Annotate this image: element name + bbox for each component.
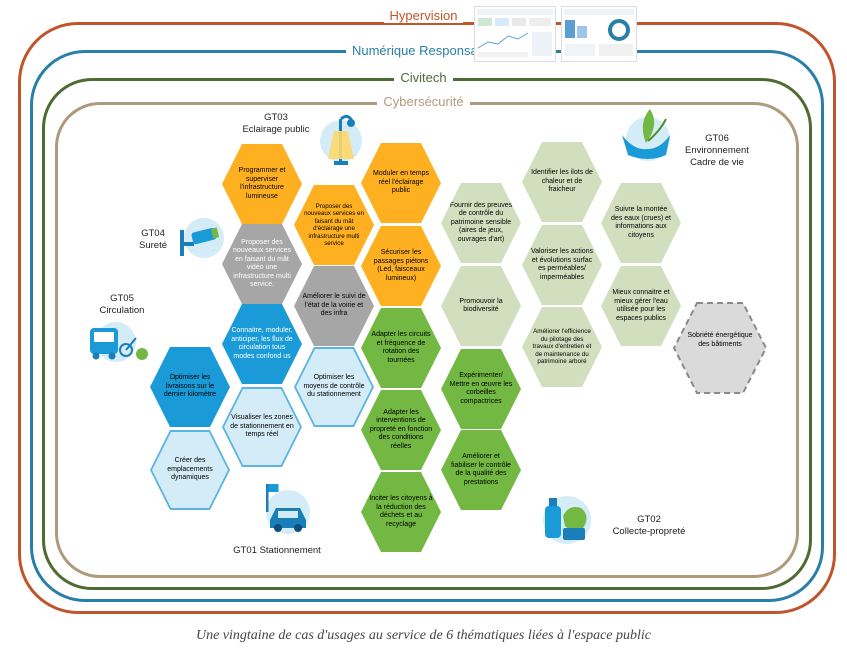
figure-caption: Une vingtaine de cas d'usages au service… — [195, 628, 652, 643]
ring-label-hypervision: Hypervision — [0, 8, 847, 23]
group-code: GT02 — [637, 514, 661, 525]
hex-suivi-voirie: Améliorer le suivi de l'état de la voiri… — [294, 266, 374, 346]
cell-label: Suivre la montée des eaux (crues) et inf… — [611, 206, 671, 239]
group-label-gt04: GT04 Sureté — [128, 228, 178, 252]
ring-hypervision — [18, 22, 836, 614]
cell-label: Identifier les ilots de chaleur et de fr… — [531, 169, 593, 194]
cell-label: Mieux connaitre et mieux gérer l'eau uti… — [612, 289, 670, 322]
cell-label: Améliorer le suivi de l'état de la voiri… — [302, 293, 366, 318]
recycling-bottles-icon — [535, 488, 599, 553]
cell-label: Optimiser les livraisons sur le dernier … — [163, 374, 217, 399]
group-name: Eclairage public — [242, 124, 310, 135]
hex-livraisons-dernier-kilometre: Optimiser les livraisons sur le dernier … — [150, 347, 230, 427]
cell-label: Programmer et superviser l'infrastructur… — [238, 167, 286, 200]
cell-label: Expérimenter/ Mettre en œuvre les corbei… — [449, 372, 513, 405]
cell-label: Adapter les circuits et fréquence de rot… — [371, 331, 431, 364]
group-code: GT03 — [264, 112, 288, 123]
car-parking-icon — [256, 480, 316, 541]
cell-label: Optimiser les moyens de contrôle du stat… — [303, 374, 365, 399]
hex-interventions-proprete: Adapter les interventions de propreté en… — [361, 390, 441, 470]
dashboard-thumbnail-right-icon — [561, 6, 637, 67]
cell-label: Moduler en temps réel l'éclairage public — [372, 170, 430, 195]
ring-label-civitech: Civitech — [0, 70, 847, 85]
group-name-secondary: Cadre de vie — [690, 157, 744, 168]
cell-label: Fournir des preuves de contrôle du patri… — [449, 201, 513, 243]
hex-controle-stationnement: Optimiser les moyens de contrôle du stat… — [294, 347, 374, 427]
hex-sobriete-energetique: Sobriété énergétique des bâtiments — [672, 300, 768, 396]
cell-label: Sobriété énergétique des bâtiments — [687, 332, 753, 348]
hex-patrimoine-sensible: Fournir des preuves de contrôle du patri… — [441, 183, 521, 263]
cell-label: Améliorer l'efficience du pilotage des t… — [532, 328, 592, 366]
ring-label-numerique-responsable: Numérique Responsable — [0, 43, 847, 58]
cell-label: Inciter les citoyens à la réduction des … — [369, 495, 433, 528]
ring-label-cybersecurite: Cybersécurité — [0, 94, 847, 109]
group-label-gt05: GT05 Circulation — [90, 293, 154, 317]
group-label-gt03: GT03 Eclairage public — [236, 112, 316, 136]
hex-qualite-prestations: Améliorer et fiabiliser le contrôle de l… — [441, 430, 521, 510]
cell-label: Améliorer et fiabiliser le contrôle de l… — [451, 453, 511, 486]
cell-label: Proposer des nouveaux services en faisan… — [233, 238, 291, 289]
group-label-gt02: GT02 Collecte-propreté — [594, 514, 704, 538]
group-label-gt01: GT01 Stationnement — [222, 545, 332, 557]
hex-corbeilles-compactrices: Expérimenter/ Mettre en œuvre les corbei… — [441, 349, 521, 429]
cell-label: Proposer des nouveaux services en faisan… — [304, 202, 364, 248]
cell-label: Promouvoir la biodiversité — [459, 297, 503, 314]
group-name: Stationnement — [259, 545, 321, 556]
hex-biodiversite: Promouvoir la biodiversité — [441, 266, 521, 346]
cell-label: Connaitre, moduler, anticiper, les flux … — [231, 327, 293, 360]
group-code: GT05 — [110, 293, 134, 304]
security-camera-icon — [176, 214, 224, 265]
hex-moduler-eclairage: Moduler en temps réel l'éclairage public — [361, 143, 441, 223]
cell-label: Créer des emplacements dynamiques — [167, 457, 213, 482]
cell-label: Adapter les interventions de propreté en… — [369, 408, 433, 450]
hex-reduction-dechets: Inciter les citoyens à la réduction des … — [361, 472, 441, 552]
group-name: Circulation — [99, 305, 145, 316]
dashboard-thumbnail-left-icon — [474, 6, 556, 67]
bus-bike-icon — [86, 320, 154, 375]
group-label-gt06: GT06 Environnement Cadre de vie — [672, 133, 762, 169]
hex-circuits-tournees: Adapter les circuits et fréquence de rot… — [361, 308, 441, 388]
hex-zones-stationnement: Visualiser les zones de stationnement en… — [222, 387, 302, 467]
hands-leaf-icon — [616, 105, 676, 168]
cell-label: Visualiser les zones de stationnement en… — [230, 414, 294, 439]
group-name: Collecte-propreté — [612, 526, 686, 537]
cell-label: Sécuriser les passages piétons (Led, fai… — [373, 249, 429, 282]
hex-flux-circulation: Connaitre, moduler, anticiper, les flux … — [222, 304, 302, 384]
hex-securiser-passages-pietons: Sécuriser les passages piétons (Led, fai… — [361, 226, 441, 306]
group-code: GT04 — [141, 228, 165, 239]
group-name: Sureté — [139, 240, 167, 251]
hex-emplacements-dynamiques: Créer des emplacements dynamiques — [150, 430, 230, 510]
hex-mat-eclairage-multiservice: Proposer des nouveaux services en faisan… — [294, 185, 374, 265]
cell-label: Valoriser les actions et évolutions surf… — [530, 248, 594, 281]
street-lamp-icon — [318, 111, 364, 172]
group-code: GT06 — [705, 133, 729, 144]
group-code: GT01 — [233, 545, 257, 556]
group-name: Environnement — [685, 145, 749, 156]
